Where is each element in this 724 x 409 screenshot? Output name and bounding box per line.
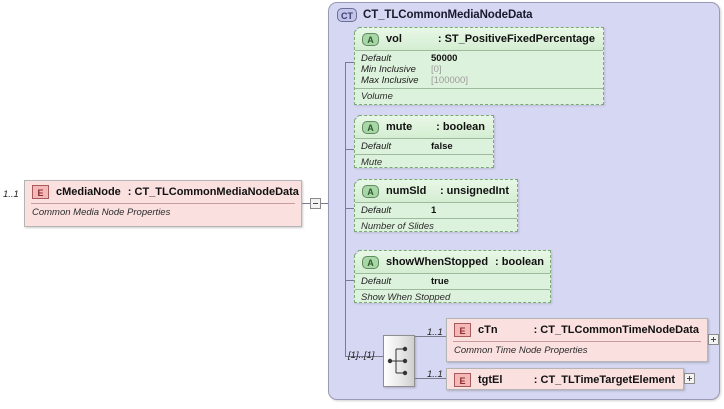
- attribute-facets: Default 1: [355, 202, 517, 218]
- expand-toggle-ctn[interactable]: [708, 334, 719, 345]
- facet-value: [100000]: [431, 75, 468, 86]
- attribute-facets: Default true: [355, 273, 550, 289]
- complextype-title: CT_TLCommonMediaNodeData: [363, 9, 533, 21]
- connector-branch-showwhenstopped: [345, 280, 355, 281]
- connector-branch-numsld: [345, 208, 355, 209]
- attribute-name: vol: [386, 33, 402, 45]
- attribute-description: Mute: [355, 154, 493, 170]
- element-type: : CT_TLCommonMediaNodeData: [127, 186, 299, 198]
- facet-label: Max Inclusive: [361, 75, 419, 86]
- facet-label: Min Inclusive: [361, 64, 416, 75]
- attribute-header: A numSld : unsignedInt: [355, 180, 517, 202]
- attribute-box-numsld[interactable]: A numSld : unsignedInt Default 1 Number …: [354, 179, 518, 232]
- element-header: E cMediaNode : CT_TLCommonMediaNodeData: [25, 181, 301, 203]
- complextype-header: CT CT_TLCommonMediaNodeData: [337, 8, 533, 22]
- element-header: E cTn : CT_TLCommonTimeNodeData: [447, 319, 707, 341]
- complextype-badge-icon: CT: [337, 8, 357, 22]
- attribute-badge-icon: A: [362, 184, 379, 198]
- facet-value: [0]: [431, 64, 442, 75]
- attribute-type: : boolean: [436, 121, 485, 133]
- attribute-header: A showWhenStopped : boolean: [355, 251, 550, 273]
- facet-label: Default: [361, 53, 392, 64]
- element-badge-icon: E: [454, 373, 471, 387]
- sequence-compositor-node[interactable]: [383, 335, 415, 387]
- facet-label: Default: [361, 205, 392, 216]
- attribute-description: Volume: [355, 88, 603, 104]
- connector-branch-mute: [345, 149, 355, 150]
- element-name: tgtEl: [478, 374, 503, 386]
- element-description: Common Media Node Properties: [31, 203, 295, 221]
- attribute-box-mute[interactable]: A mute : boolean Default false Mute: [354, 115, 494, 168]
- ctn-cardinality: 1..1: [427, 327, 443, 338]
- facet-row: Default 50000: [361, 53, 597, 64]
- facet-row: Default true: [361, 276, 544, 287]
- connector-root-to-toggle: [302, 203, 310, 204]
- element-name: cTn: [478, 324, 498, 336]
- element-name: cMediaNode: [56, 186, 121, 198]
- facet-label: Default: [361, 141, 392, 152]
- facet-row: Default 1: [361, 205, 511, 216]
- attribute-type: : ST_PositiveFixedPercentage: [437, 33, 595, 45]
- element-type: : CT_TLCommonTimeNodeData: [533, 324, 699, 336]
- connector-seq-to-ctn: [415, 336, 447, 337]
- element-description: Common Time Node Properties: [453, 341, 701, 359]
- attribute-type: : unsignedInt: [439, 185, 509, 197]
- connector-branch-vol: [345, 62, 355, 63]
- facet-value: 1: [431, 205, 437, 216]
- attribute-badge-icon: A: [362, 32, 379, 46]
- connector-trunk: [345, 62, 346, 356]
- attribute-name: mute: [386, 121, 413, 133]
- attribute-description: Number of Slides: [355, 218, 517, 234]
- facet-value: true: [431, 276, 449, 287]
- connector-branch-sequence: [345, 356, 383, 357]
- collapse-toggle-root[interactable]: [310, 198, 321, 209]
- attribute-type: : boolean: [495, 256, 544, 268]
- element-badge-icon: E: [32, 185, 49, 199]
- sequence-cardinality: [1]..[1]: [348, 350, 375, 361]
- facet-value: 50000: [431, 53, 458, 64]
- attribute-box-showwhenstopped[interactable]: A showWhenStopped : boolean Default true…: [354, 250, 551, 303]
- element-type: : CT_TLTimeTargetElement: [533, 374, 675, 386]
- facet-row: Min Inclusive [0]: [361, 64, 597, 75]
- element-box-cmedianode[interactable]: E cMediaNode : CT_TLCommonMediaNodeData …: [24, 180, 302, 227]
- element-box-tgtel[interactable]: E tgtEl : CT_TLTimeTargetElement: [446, 368, 684, 390]
- attribute-badge-icon: A: [362, 120, 379, 134]
- attribute-description: Show When Stopped: [355, 289, 550, 305]
- root-cardinality: 1..1: [3, 189, 19, 200]
- facet-row: Default false: [361, 141, 487, 152]
- attribute-badge-icon: A: [362, 255, 379, 269]
- attribute-header: A mute : boolean: [355, 116, 493, 138]
- attribute-name: numSld: [386, 185, 427, 197]
- attribute-header: A vol : ST_PositiveFixedPercentage: [355, 28, 603, 50]
- element-header: E tgtEl : CT_TLTimeTargetElement: [447, 369, 683, 391]
- connector-seq-to-tgtel: [415, 378, 447, 379]
- facet-label: Default: [361, 276, 392, 287]
- attribute-facets: Default 50000 Min Inclusive [0] Max Incl…: [355, 50, 603, 88]
- facet-value: false: [431, 141, 453, 152]
- attribute-facets: Default false: [355, 138, 493, 154]
- tgtel-cardinality: 1..1: [427, 369, 443, 380]
- element-badge-icon: E: [454, 323, 471, 337]
- element-box-ctn[interactable]: E cTn : CT_TLCommonTimeNodeData Common T…: [446, 318, 708, 362]
- attribute-name: showWhenStopped: [386, 256, 489, 268]
- expand-toggle-tgtel[interactable]: [684, 373, 695, 384]
- attribute-box-vol[interactable]: A vol : ST_PositiveFixedPercentage Defau…: [354, 27, 604, 105]
- facet-row: Max Inclusive [100000]: [361, 75, 597, 86]
